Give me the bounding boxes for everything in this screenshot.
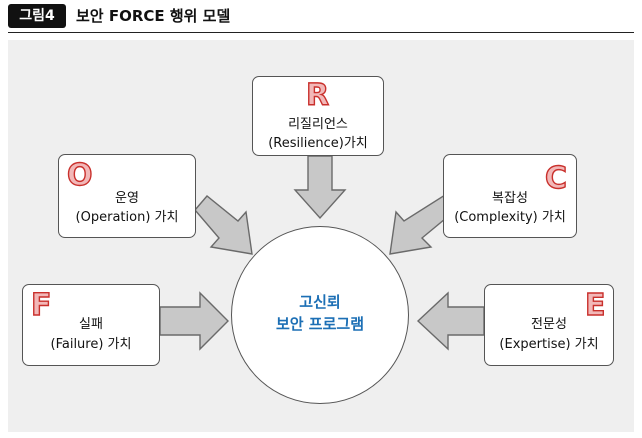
arrow-o-to-center	[194, 195, 253, 255]
arrow-r-to-center	[293, 155, 347, 220]
node-failure-label: 실패	[79, 317, 103, 332]
letter-o-icon: O	[66, 158, 93, 193]
node-operation-value: (Operation) 가치	[75, 210, 179, 225]
letter-f-icon: F	[30, 288, 52, 323]
figure-title: 보안 FORCE 행위 모델	[76, 7, 231, 25]
node-failure-value: (Failure) 가치	[50, 337, 132, 352]
node-expertise: E 전문성 (Expertise) 가치	[484, 284, 614, 366]
letter-e-icon: E	[584, 288, 606, 323]
figure-label: 그림4	[8, 4, 66, 28]
node-complexity: C 복잡성 (Complexity) 가치	[443, 154, 577, 238]
node-operation-label: 운영	[115, 191, 139, 206]
node-complexity-label: 복잡성	[492, 191, 528, 206]
node-resilience-value: (Resilience)가치	[268, 136, 368, 151]
node-expertise-label: 전문성	[531, 317, 567, 332]
center-line-1: 고신뢰	[299, 293, 341, 311]
node-resilience-label: 리질리언스	[288, 117, 348, 132]
figure-header: 그림4 보안 FORCE 행위 모델	[8, 4, 634, 33]
node-operation: O 운영 (Operation) 가치	[58, 154, 196, 238]
arrow-e-to-center	[416, 291, 485, 351]
center-circle: 고신뢰 보안 프로그램	[231, 226, 409, 404]
node-complexity-value: (Complexity) 가치	[454, 210, 566, 225]
arrow-f-to-center	[159, 291, 229, 351]
node-resilience: R 리질리언스 (Resilience)가치	[252, 76, 384, 156]
node-expertise-value: (Expertise) 가치	[499, 337, 599, 352]
node-failure: F 실패 (Failure) 가치	[22, 284, 160, 366]
letter-c-icon: C	[544, 161, 568, 196]
center-line-2: 보안 프로그램	[275, 315, 365, 333]
letter-r-icon: R	[305, 78, 330, 113]
header-divider	[8, 32, 634, 33]
